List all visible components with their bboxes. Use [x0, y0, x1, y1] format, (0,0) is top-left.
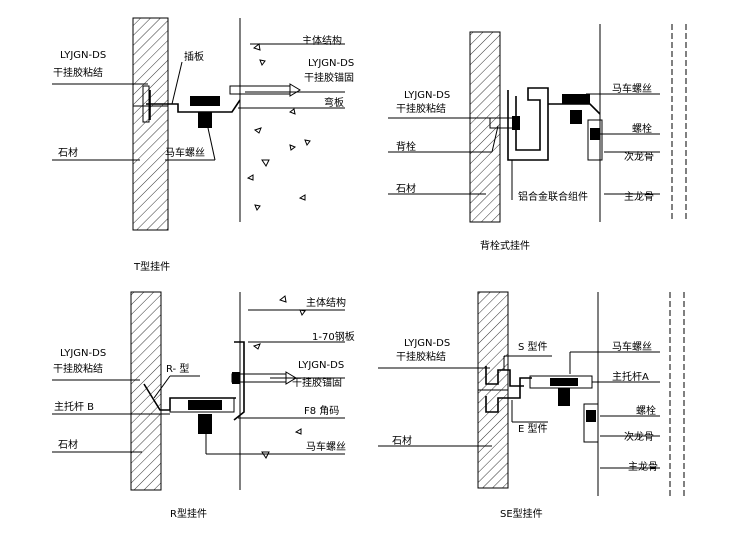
secondary-keel [583, 403, 599, 443]
e-type-piece [485, 377, 532, 413]
label-adhesive-2: 干挂胶粘结 [396, 102, 446, 115]
label-anchor-1: LYJGN-DS [298, 360, 344, 371]
label-anchor-2: 干挂胶锚固 [304, 71, 354, 84]
caption-r-type: R型挂件 [170, 507, 207, 520]
concrete-aggregate [246, 43, 311, 212]
label-e-type: E 型件 [518, 422, 548, 435]
label-bolt: 马车螺丝 [165, 146, 205, 159]
label-assembly: 铝合金联合组件 [518, 190, 588, 203]
label-secondary-keel: 次龙骨 [624, 430, 654, 443]
leader-insert-plate [171, 61, 183, 105]
label-structure: 主体结构 [306, 296, 346, 309]
label-bolt: 马车螺丝 [306, 440, 346, 453]
label-r-type: R- 型 [166, 362, 189, 375]
bolt-nut [586, 410, 596, 422]
nut [570, 110, 582, 124]
label-main-keel: 主龙骨 [624, 190, 654, 203]
label-carriage-bolt: 马车螺丝 [612, 82, 652, 95]
anchor-tip [289, 83, 301, 97]
label-main-keel: 主龙骨 [628, 460, 658, 473]
caption-back-bolt: 背栓式挂件 [480, 239, 530, 252]
label-angle: F8 角码 [304, 405, 339, 417]
stone-slab [469, 31, 501, 223]
caption-se-type: SE型挂件 [500, 507, 543, 520]
nut [198, 414, 212, 434]
washer-block [550, 378, 578, 386]
stone-slab [130, 291, 162, 491]
label-anchor-1: LYJGN-DS [308, 58, 354, 69]
label-steel-plate: 1-70钢板 [312, 330, 355, 343]
label-support-rod: 主托杆 B [54, 400, 94, 413]
nut [558, 388, 570, 406]
se-type-hanger-diagram: LYJGN-DS 干挂胶粘结 S 型件 马车螺丝 主托杆A E 型件 螺栓 次龙… [378, 291, 685, 520]
label-adhesive-2: 干挂胶粘结 [396, 350, 446, 363]
concrete-aggregate [252, 295, 306, 459]
label-insert-plate: 插板 [184, 50, 204, 63]
label-stone: 石材 [58, 146, 78, 159]
label-adhesive-2: 干挂胶粘结 [53, 66, 103, 79]
label-adhesive-1: LYJGN-DS [60, 50, 106, 61]
back-bolt-hanger-diagram: LYJGN-DS 干挂胶粘结 马车螺丝 背栓 螺栓 次龙骨 石材 铝合金联合组件… [388, 24, 687, 252]
t-type-hanger-diagram: LYJGN-DS 干挂胶粘结 插板 主体结构 LYJGN-DS 干挂胶锚固 弯板… [52, 17, 354, 273]
secondary-keel [587, 119, 603, 161]
caption-t-type: T型挂件 [133, 260, 170, 273]
r-type-hanger-diagram: 主体结构 1-70钢板 LYJGN-DS 干挂胶粘结 R- 型 LYJGN-DS… [52, 291, 355, 520]
label-carriage-bolt: 马车螺丝 [612, 340, 652, 353]
washer-block [562, 94, 590, 104]
leader-r-type [153, 375, 171, 399]
label-adhesive-2: 干挂胶粘结 [53, 362, 103, 375]
label-s-type: S 型件 [518, 340, 548, 353]
label-support-rod: 主托杆A [612, 370, 649, 383]
label-bent-plate: 弯板 [324, 96, 344, 109]
steel-plate [233, 341, 245, 421]
label-back-bolt: 背栓 [396, 140, 416, 153]
label-adhesive-1: LYJGN-DS [60, 348, 106, 359]
aluminium-assembly [507, 87, 549, 161]
label-stone: 石材 [58, 438, 78, 451]
washer-block [190, 96, 220, 106]
angle-bracket [169, 397, 235, 413]
t-hanger-bracket [146, 90, 241, 120]
label-adhesive-1: LYJGN-DS [404, 338, 450, 349]
label-bolt: 螺栓 [632, 122, 652, 135]
stone-slab [132, 17, 169, 231]
washer-block [188, 400, 222, 410]
nut [198, 112, 212, 128]
insert-plate [142, 85, 150, 123]
label-anchor-2: 干挂胶锚固 [292, 376, 342, 389]
label-bolt: 螺栓 [636, 404, 656, 417]
label-structure: 主体结构 [302, 34, 342, 47]
anchor-bolt [229, 85, 291, 95]
anchor-nut [232, 372, 240, 384]
label-secondary-keel: 次龙骨 [624, 150, 654, 163]
bolt-head [512, 116, 520, 130]
bolt-nut [590, 128, 600, 140]
label-stone: 石材 [396, 182, 416, 195]
label-adhesive-1: LYJGN-DS [404, 90, 450, 101]
label-stone: 石材 [392, 434, 412, 447]
s-type-piece [485, 366, 524, 387]
